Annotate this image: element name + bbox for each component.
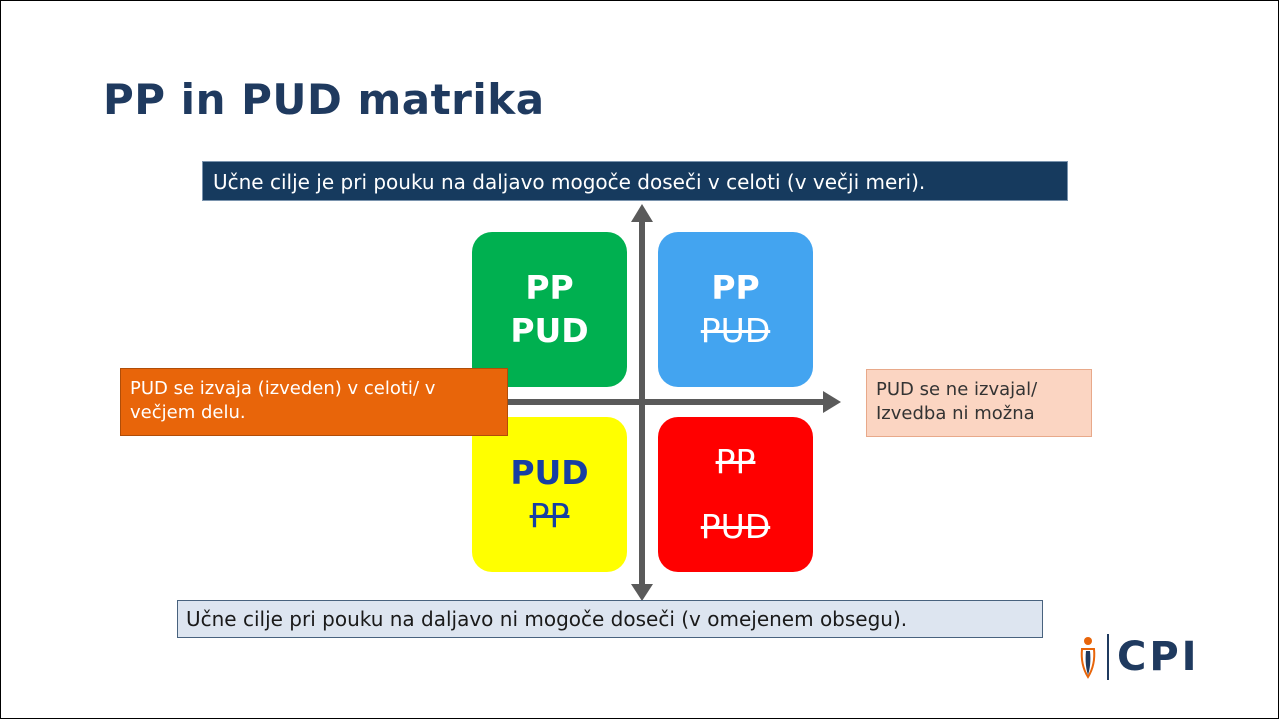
horizontal-axis-arrowhead [823,391,841,413]
quadrant-bottom-left-line1: PUD [510,452,589,492]
top-axis-label: Učne cilje je pri pouku na daljavo mogoč… [202,161,1068,201]
quadrant-bottom-right: PP PUD [658,417,813,572]
bottom-axis-label: Učne cilje pri pouku na daljavo ni mogoč… [177,600,1043,638]
right-axis-label: PUD se ne izvajal/ Izvedba ni možna [866,369,1092,437]
logo-text: CPI [1117,634,1200,680]
logo-divider [1107,634,1109,680]
quadrant-top-right-line1: PP [711,267,760,307]
quadrant-bottom-right-line2-struck: PUD [700,506,771,546]
vertical-axis-arrowhead-up [631,204,653,222]
vertical-axis-arrowhead-down [631,584,653,601]
left-axis-label: PUD se izvaja (izveden) v celoti/ v večj… [120,368,508,436]
cpi-figure-icon [1080,637,1096,679]
quadrant-top-right: PP PUD [658,232,813,387]
quadrant-top-right-line2-struck: PUD [700,310,771,350]
quadrant-top-left-line2: PUD [510,310,589,350]
quadrant-top-left-line1: PP [525,267,574,307]
quadrant-bottom-right-line1-struck: PP [715,441,756,481]
quadrant-bottom-left-line2-struck: PP [529,495,570,535]
cpi-logo: CPI [1077,634,1200,680]
quadrant-top-left: PP PUD [472,232,627,387]
slide-title: PP in PUD matrika [103,75,545,124]
quadrant-bottom-left: PUD PP [472,417,627,572]
